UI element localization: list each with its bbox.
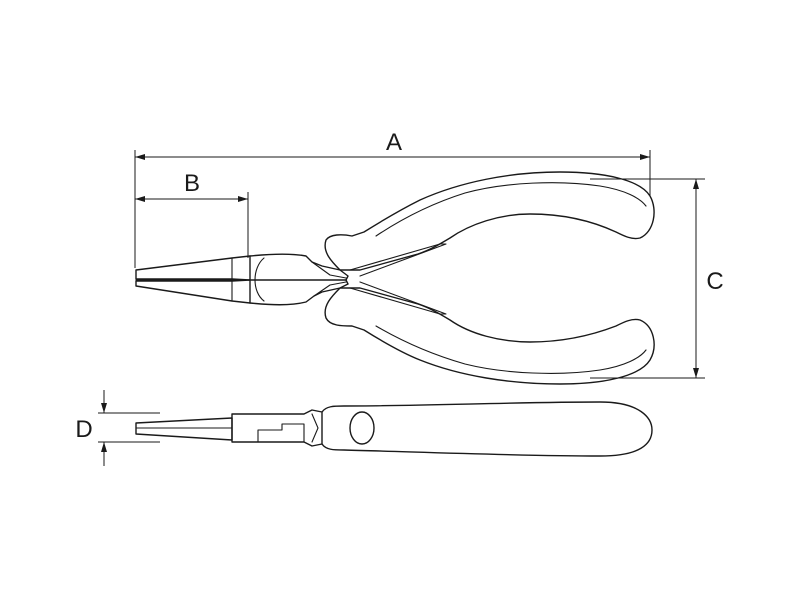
dimension-c: C <box>590 178 724 379</box>
side-joint-notch <box>311 413 319 443</box>
joint-lower <box>249 279 349 306</box>
dimension-c-arrow-top <box>693 179 699 189</box>
side-joint-step <box>257 423 305 443</box>
dimension-a-arrow-left <box>135 154 145 160</box>
joint-curve <box>254 257 265 302</box>
spring-lower <box>349 281 447 315</box>
dimension-b-arrow-right <box>238 196 248 202</box>
dimension-d-arrow-bottom <box>101 442 107 452</box>
dimension-a-label: A <box>386 129 402 156</box>
dimension-c-arrow-bottom <box>693 368 699 378</box>
jaw-lower <box>135 279 251 304</box>
dimension-d-arrow-top <box>101 403 107 413</box>
handle-upper-inner <box>375 182 647 237</box>
pliers-side-view <box>135 401 653 457</box>
dimension-c-label: C <box>706 268 723 295</box>
joint-detail-upper <box>311 261 347 279</box>
dimension-d: D <box>75 390 160 466</box>
handle-upper <box>324 171 655 271</box>
dimension-b: B <box>135 170 249 258</box>
dimension-d-label: D <box>75 416 92 443</box>
side-handle <box>321 401 653 457</box>
handle-lower <box>324 287 655 385</box>
dimension-a-arrow-right <box>640 154 650 160</box>
pliers-top-view <box>135 171 655 385</box>
jaw-upper <box>135 255 251 281</box>
spring-upper <box>349 243 447 277</box>
side-joint <box>231 409 323 447</box>
dimension-b-arrow-left <box>135 196 145 202</box>
handle-lower-inner <box>375 325 647 374</box>
side-handle-hole <box>349 411 375 445</box>
dimension-a: A <box>134 129 651 268</box>
side-tip <box>135 417 233 441</box>
dimension-b-label: B <box>184 170 200 197</box>
joint-upper <box>249 253 349 281</box>
joint-detail-lower <box>313 281 347 297</box>
